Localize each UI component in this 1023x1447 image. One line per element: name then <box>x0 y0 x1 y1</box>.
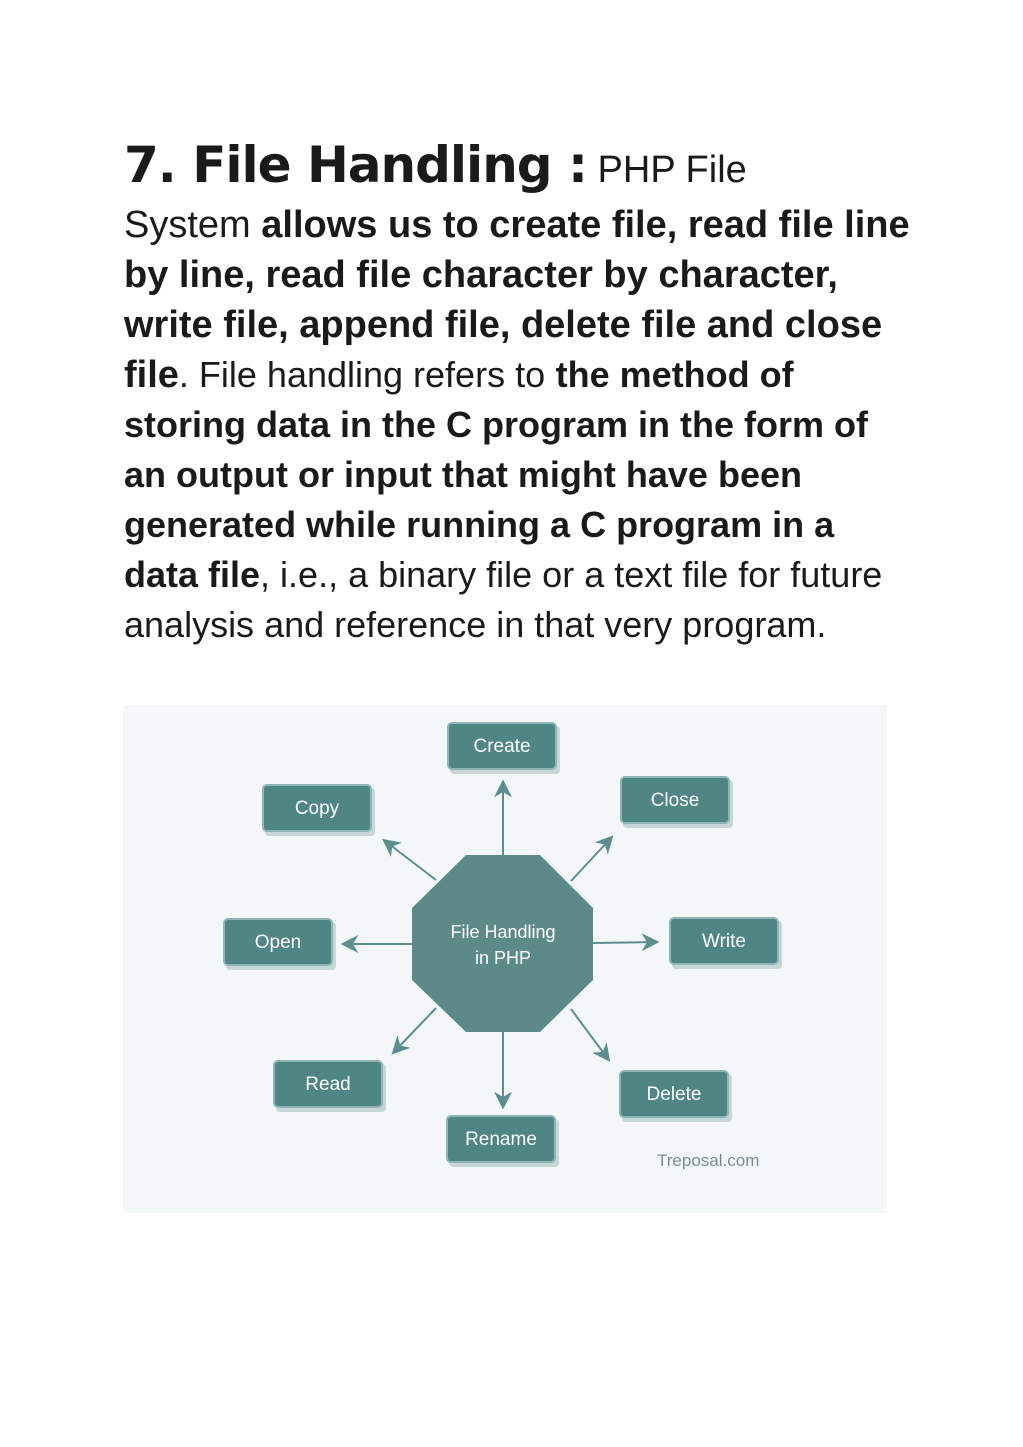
text-binary-file: , i.e., a binary file or a text file for… <box>124 554 883 645</box>
node-delete: Delete <box>619 1070 732 1122</box>
document-body: 7. File Handling : PHP File System allow… <box>124 130 914 650</box>
node-create: Create <box>447 722 560 774</box>
node-close: Close <box>620 776 733 828</box>
arrow-to-close <box>570 835 614 882</box>
node-copy: Copy <box>262 784 375 836</box>
node-open-label: Open <box>255 932 301 953</box>
node-open: Open <box>223 918 336 970</box>
text-allows-us: allows us to create file, read file line… <box>124 204 910 396</box>
arrow-to-delete <box>570 1008 611 1062</box>
node-delete-label: Delete <box>647 1084 702 1105</box>
center-label-line2: in PHP <box>475 948 531 968</box>
node-read-label: Read <box>305 1074 350 1095</box>
node-read: Read <box>273 1060 386 1112</box>
text-method-of-storing: the method of storing data in the C prog… <box>124 354 869 595</box>
node-write: Write <box>669 917 782 969</box>
node-rename: Rename <box>446 1115 559 1167</box>
watermark-text: Treposal.com <box>657 1151 759 1170</box>
node-close-label: Close <box>651 790 700 811</box>
text-system: System <box>124 204 251 246</box>
section-heading: 7. File Handling : <box>124 136 588 194</box>
node-write-label: Write <box>702 931 746 952</box>
arrow-to-write <box>592 933 660 952</box>
center-octagon <box>412 855 593 1032</box>
text-php-file: PHP File <box>597 149 747 191</box>
node-create-label: Create <box>473 736 530 757</box>
node-rename-label: Rename <box>465 1129 537 1150</box>
center-label-line1: File Handling <box>450 922 555 942</box>
arrow-to-copy <box>382 838 437 881</box>
diagram-svg: File Handling in PHP Create Close Write … <box>223 722 782 1170</box>
node-copy-label: Copy <box>295 798 340 819</box>
arrow-to-read <box>391 1007 437 1055</box>
file-handling-diagram: File Handling in PHP Create Close Write … <box>123 705 887 1213</box>
text-file-handling-refers: . File handling refers to <box>178 354 546 395</box>
